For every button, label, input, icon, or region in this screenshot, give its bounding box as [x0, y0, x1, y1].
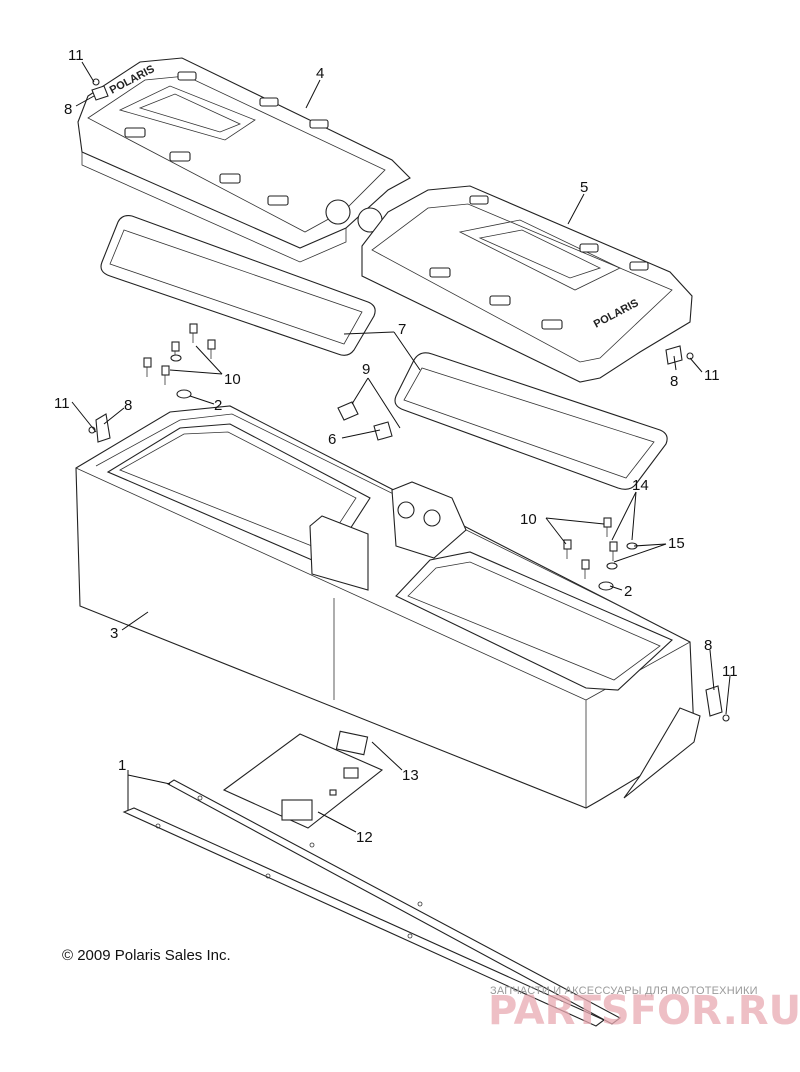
callout-label: 11	[54, 395, 70, 412]
callout-labels: 11 8 4 5 7 10 2 11 8 9 6 3 10 14 15 2 8 …	[54, 47, 738, 846]
callout-label: 10	[224, 371, 241, 388]
seal-left-part	[100, 215, 376, 356]
callout-label: 11	[68, 47, 84, 64]
callout-label: 9	[362, 361, 370, 378]
callout-label: 10	[520, 511, 537, 528]
callout-label: 12	[356, 829, 373, 846]
watermark-caption: ЗАПЧАСТИ И АКСЕССУАРЫ ДЛЯ МОТОТЕХНИКИ	[490, 985, 758, 997]
callout-label: 1	[118, 757, 126, 774]
callout-label: 2	[624, 583, 632, 600]
callout-label: 15	[668, 535, 685, 552]
watermark-logo: PARTSFOR.RU	[488, 988, 800, 1034]
callout-label: 6	[328, 431, 336, 448]
storage-box-part	[75, 405, 701, 809]
leader-lines	[71, 61, 731, 833]
callout-label: 5	[580, 179, 588, 196]
lid-right-part: POLARIS	[361, 185, 693, 383]
callout-label: 13	[402, 767, 419, 784]
callout-label: 14	[632, 477, 649, 494]
callout-label: 8	[704, 637, 712, 654]
label-sheet-part	[222, 730, 384, 829]
callout-label: 11	[722, 663, 738, 680]
lid-left-part: POLARIS	[77, 57, 411, 263]
callout-label: 7	[398, 321, 406, 338]
bottom-plate-part	[122, 779, 622, 1027]
callout-label: 4	[316, 65, 324, 82]
callout-label: 8	[124, 397, 132, 414]
seal-right-part	[394, 352, 668, 490]
copyright-text: © 2009 Polaris Sales Inc.	[62, 947, 231, 964]
callout-label: 2	[214, 397, 222, 414]
callout-label: 11	[704, 367, 720, 384]
callout-label: 8	[64, 101, 72, 118]
callout-label: 3	[110, 625, 118, 642]
callout-label: 8	[670, 373, 678, 390]
hardware-parts	[88, 78, 730, 722]
